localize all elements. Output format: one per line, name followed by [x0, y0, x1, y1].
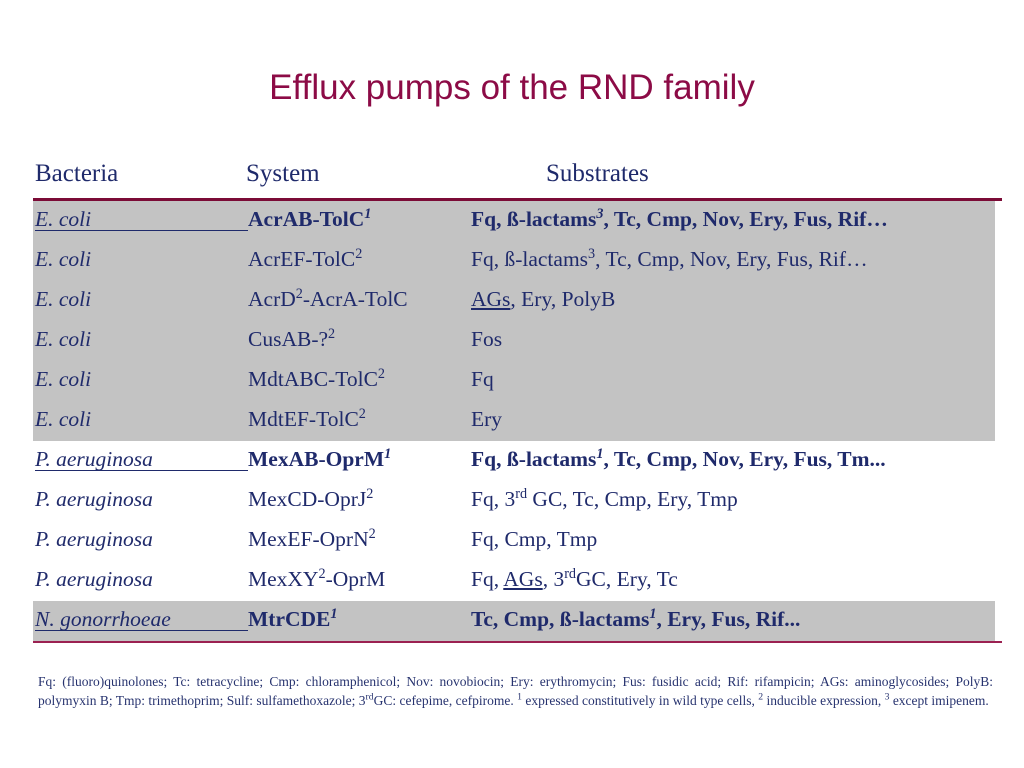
footnote-sup-rd: rd — [365, 691, 374, 703]
cell-bacteria: P. aeruginosa — [35, 567, 153, 591]
footnote-part5: except imipenem. — [889, 693, 989, 708]
cell-bacteria: E. coli — [35, 367, 92, 391]
cell-substrates: Fq — [471, 367, 494, 391]
cell-substrates: Ery — [471, 407, 503, 431]
cell-substrates: Fq, ß-lactams1, Tc, Cmp, Nov, Ery, Fus, … — [471, 445, 886, 471]
cell-bacteria: E. coli — [35, 407, 92, 431]
cell-substrates: Tc, Cmp, ß-lactams1, Ery, Fus, Rif... — [471, 605, 801, 631]
cell-substrates: Fq, ß-lactams3, Tc, Cmp, Nov, Ery, Fus, … — [471, 205, 888, 231]
table-row[interactable]: E. coli MdtEF-TolC2 Ery — [33, 401, 995, 441]
cell-substrates: Fq, 3rd GC, Tc, Cmp, Ery, Tmp — [471, 485, 738, 511]
superscript-marker: 2 — [358, 405, 366, 422]
table-row[interactable]: E. coli CusAB-?2 Fos — [33, 321, 995, 361]
cell-system: MexCD-OprJ2 — [248, 485, 374, 511]
footnote-sup-2: 2 — [758, 691, 764, 703]
cell-bacteria: E. coli — [35, 247, 92, 271]
cell-bacteria: E. coli — [35, 287, 92, 311]
column-header-substrates: Substrates — [546, 160, 649, 187]
superscript-marker: 2 — [295, 285, 303, 302]
cell-substrates: Fq, ß-lactams3, Tc, Cmp, Nov, Ery, Fus, … — [471, 245, 868, 271]
cell-system: MdtABC-TolC2 — [248, 365, 385, 391]
cell-system: MexXY2-OprM — [248, 565, 386, 591]
page-title: Efflux pumps of the RND family — [269, 68, 755, 107]
superscript-marker: 1 — [330, 605, 338, 622]
underlined-term: AGs — [471, 287, 511, 311]
table-row[interactable]: E. coli AcrEF-TolC2 Fq, ß-lactams3, Tc, Cm… — [33, 241, 995, 281]
cell-system: MtrCDE1 — [248, 605, 338, 631]
cell-substrates: AGs, Ery, PolyB — [471, 287, 616, 311]
column-header-system: System — [246, 160, 320, 187]
superscript-marker: 1 — [384, 445, 392, 462]
cell-bacteria: P. aeruginosa — [35, 487, 153, 511]
superscript-marker: 3 — [596, 205, 604, 222]
superscript-marker: 1 — [649, 605, 657, 622]
column-header-bacteria: Bacteria — [35, 160, 119, 187]
cell-system: AcrEF-TolC2 — [248, 245, 363, 271]
footnote-part3: expressed constitutively in wild type ce… — [522, 693, 759, 708]
table-row[interactable]: P. aeruginosa MexEF-OprN2 Fq, Cmp, Tmp — [33, 521, 995, 561]
superscript-marker: 2 — [368, 525, 376, 542]
superscript-marker: 2 — [355, 245, 363, 262]
superscript-marker: rd — [564, 565, 577, 582]
cell-bacteria: E. coli — [35, 207, 249, 231]
footnote-part1: Fq: (fluoro)quinolones; Tc: tetracycline… — [38, 674, 993, 708]
footnote-sup-1: 1 — [517, 691, 523, 703]
footnote-part4: inducible expression, — [763, 693, 885, 708]
superscript-marker: 1 — [596, 445, 604, 462]
table-row[interactable]: E. coli AcrD2-AcrA-TolC AGs, Ery, PolyB — [33, 281, 995, 321]
cell-substrates: Fq, Cmp, Tmp — [471, 527, 598, 551]
cell-bacteria: E. coli — [35, 327, 92, 351]
superscript-marker: 2 — [328, 325, 336, 342]
cell-substrates: Fos — [471, 327, 503, 351]
cell-substrates: Fq, AGs, 3rdGC, Ery, Tc — [471, 565, 678, 591]
footer-divider-rule — [33, 641, 1002, 643]
superscript-marker: rd — [515, 485, 528, 502]
superscript-marker: 1 — [364, 205, 372, 222]
table-row[interactable]: E. coli MdtABC-TolC2 Fq — [33, 361, 995, 401]
cell-bacteria: N. gonorrhoeae — [35, 607, 248, 631]
footnote-sup-3: 3 — [884, 691, 890, 703]
table-header-row: Bacteria System Substrates — [33, 160, 1003, 198]
cell-system: MexAB-OprM1 — [248, 445, 392, 471]
cell-system: AcrD2-AcrA-TolC — [248, 285, 408, 311]
cell-system: AcrAB-TolC1 — [248, 205, 372, 231]
table-row[interactable]: P. aeruginosa MexXY2-OprM Fq, AGs, 3rdGC, … — [33, 561, 995, 601]
cell-system: MdtEF-TolC2 — [248, 405, 366, 431]
superscript-marker: 2 — [366, 485, 374, 502]
cell-bacteria: P. aeruginosa — [35, 447, 248, 471]
header-divider-rule — [33, 198, 1002, 201]
cell-system: CusAB-?2 — [248, 325, 336, 351]
superscript-marker: 2 — [377, 365, 385, 382]
cell-bacteria: P. aeruginosa — [35, 527, 153, 551]
cell-system: MexEF-OprN2 — [248, 525, 376, 551]
underlined-term: AGs — [503, 567, 543, 591]
footnote-legend: Fq: (fluoro)quinolones; Tc: tetracycline… — [38, 672, 993, 710]
table-row[interactable]: P. aeruginosa MexCD-OprJ2 Fq, 3rd GC, Tc, … — [33, 481, 995, 521]
superscript-marker: 2 — [318, 565, 326, 582]
footnote-part2: GC: cefepime, cefpirome. — [373, 693, 518, 708]
superscript-marker: 3 — [588, 245, 596, 262]
